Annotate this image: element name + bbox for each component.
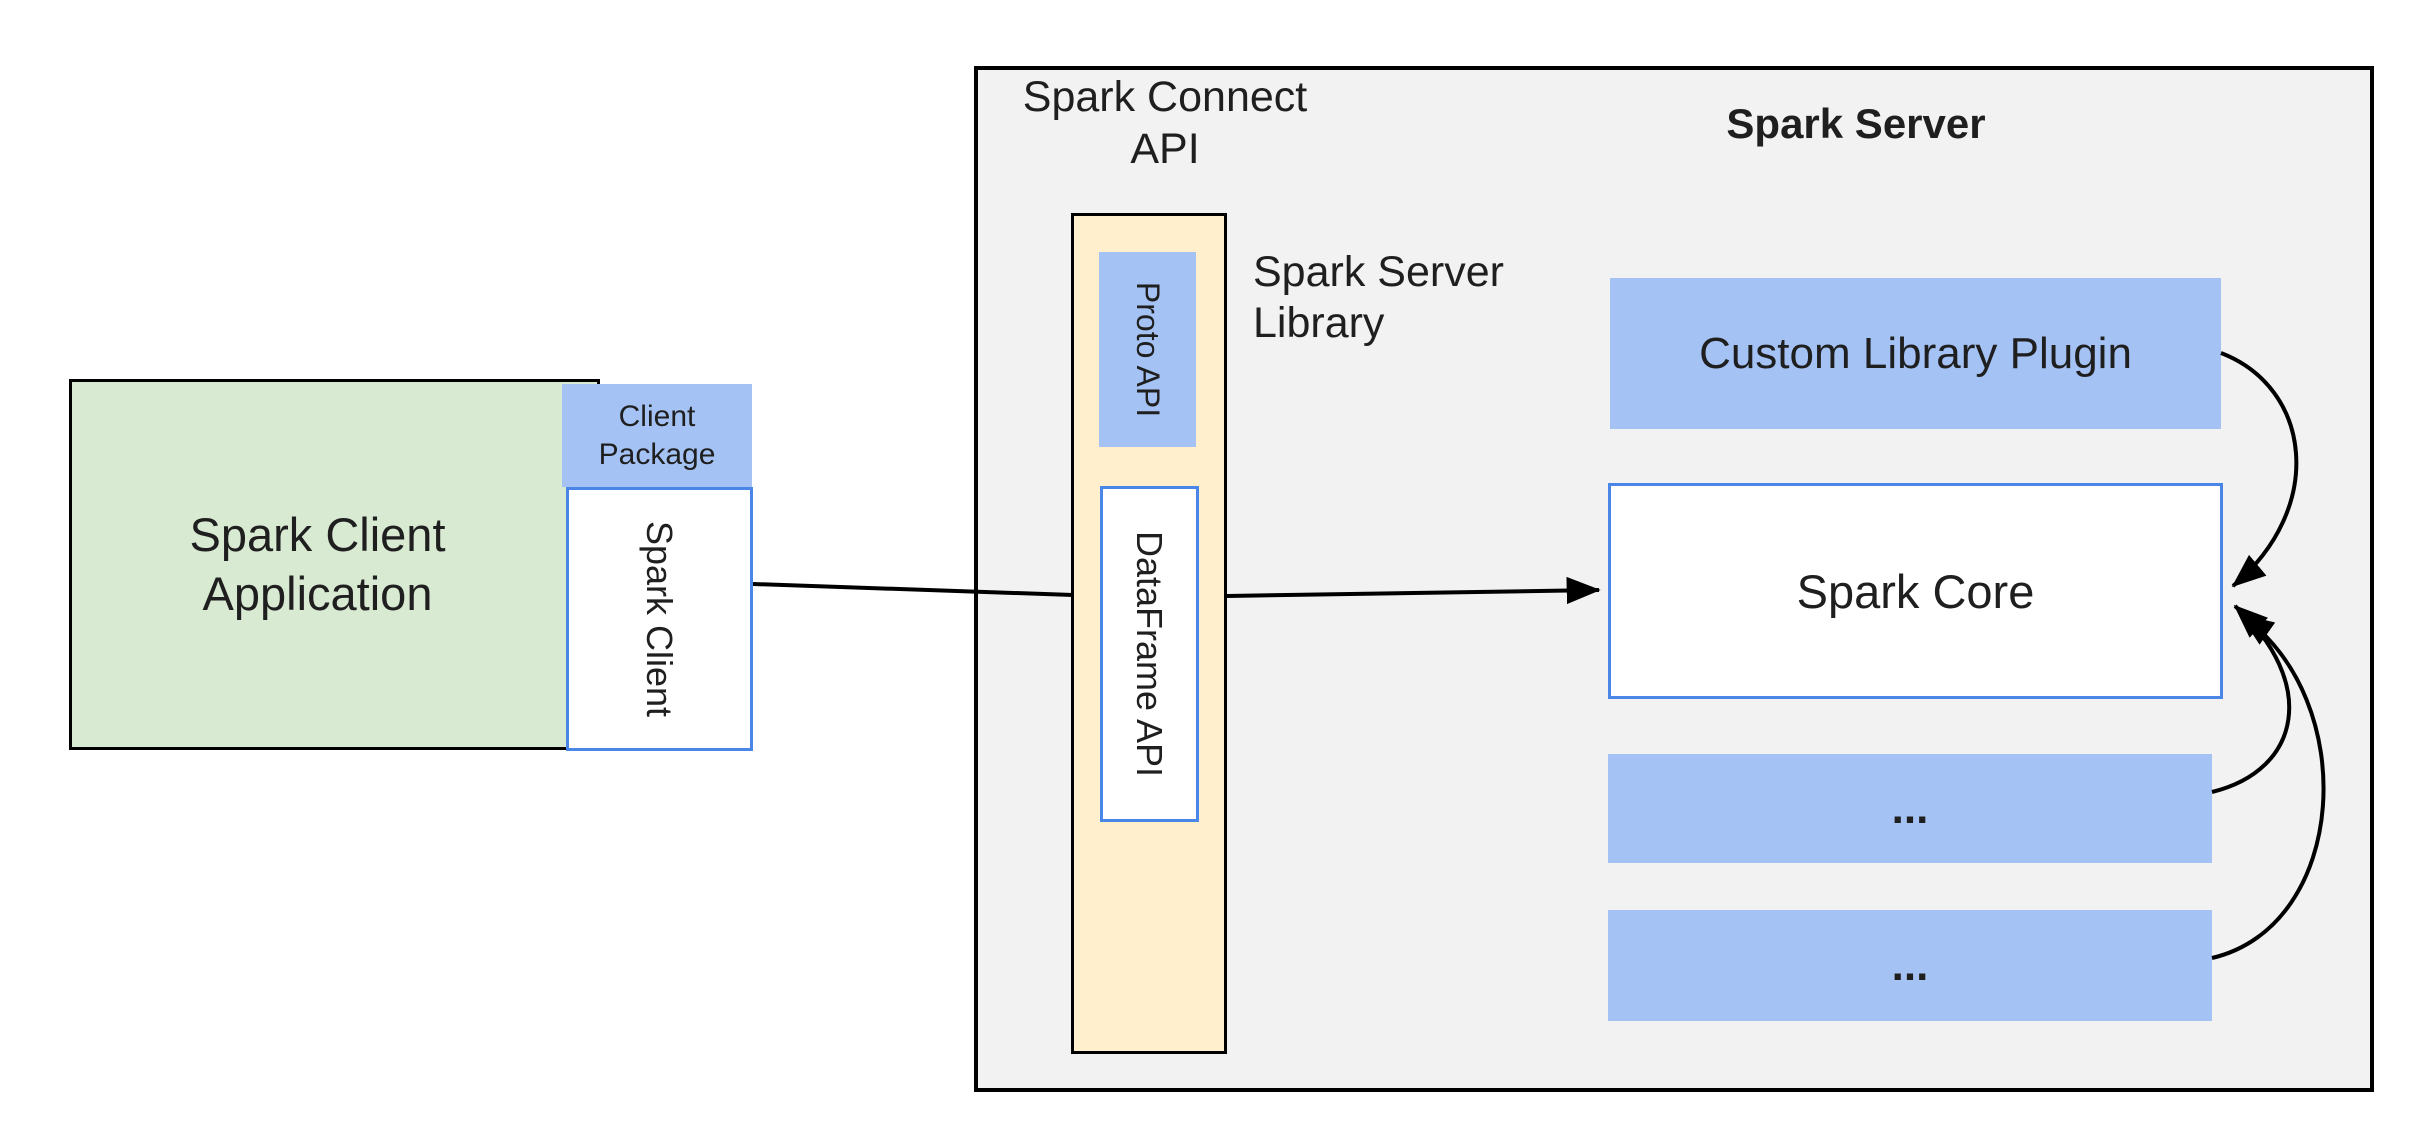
client-package-label: Client Package [598,400,716,471]
proto-api-box: Proto API [1099,252,1196,447]
spark-server-library-label: Spark Server Library [1253,248,1504,347]
spark-core-label: Spark Core [1796,564,2035,618]
custom-library-plugin-box: Custom Library Plugin [1610,278,2221,429]
spark-client-application-box: Spark Client Application [69,379,600,750]
custom-library-plugin-label: Custom Library Plugin [1699,328,2132,378]
dataframe-api-label: DataFrame API [1129,530,1171,778]
dataframe-api-box: DataFrame API [1100,486,1199,822]
ellipsis-label: ... [1891,783,1929,833]
client-package-box: Client Package [562,384,752,487]
spark-core-box: Spark Core [1608,483,2223,699]
spark-client-label: Spark Client [639,520,681,718]
spark-connect-api-label: Spark Connect API [1022,73,1308,173]
plugin-placeholder-box-2: ... [1608,910,2212,1021]
proto-api-label: Proto API [1130,281,1166,418]
plugin-placeholder-box-1: ... [1608,754,2212,863]
spark-server-title: Spark Server [1726,100,1986,147]
spark-client-box: Spark Client [566,487,753,751]
ellipsis-label: ... [1891,940,1929,990]
spark-client-application-label: Spark Client Application [189,508,446,620]
